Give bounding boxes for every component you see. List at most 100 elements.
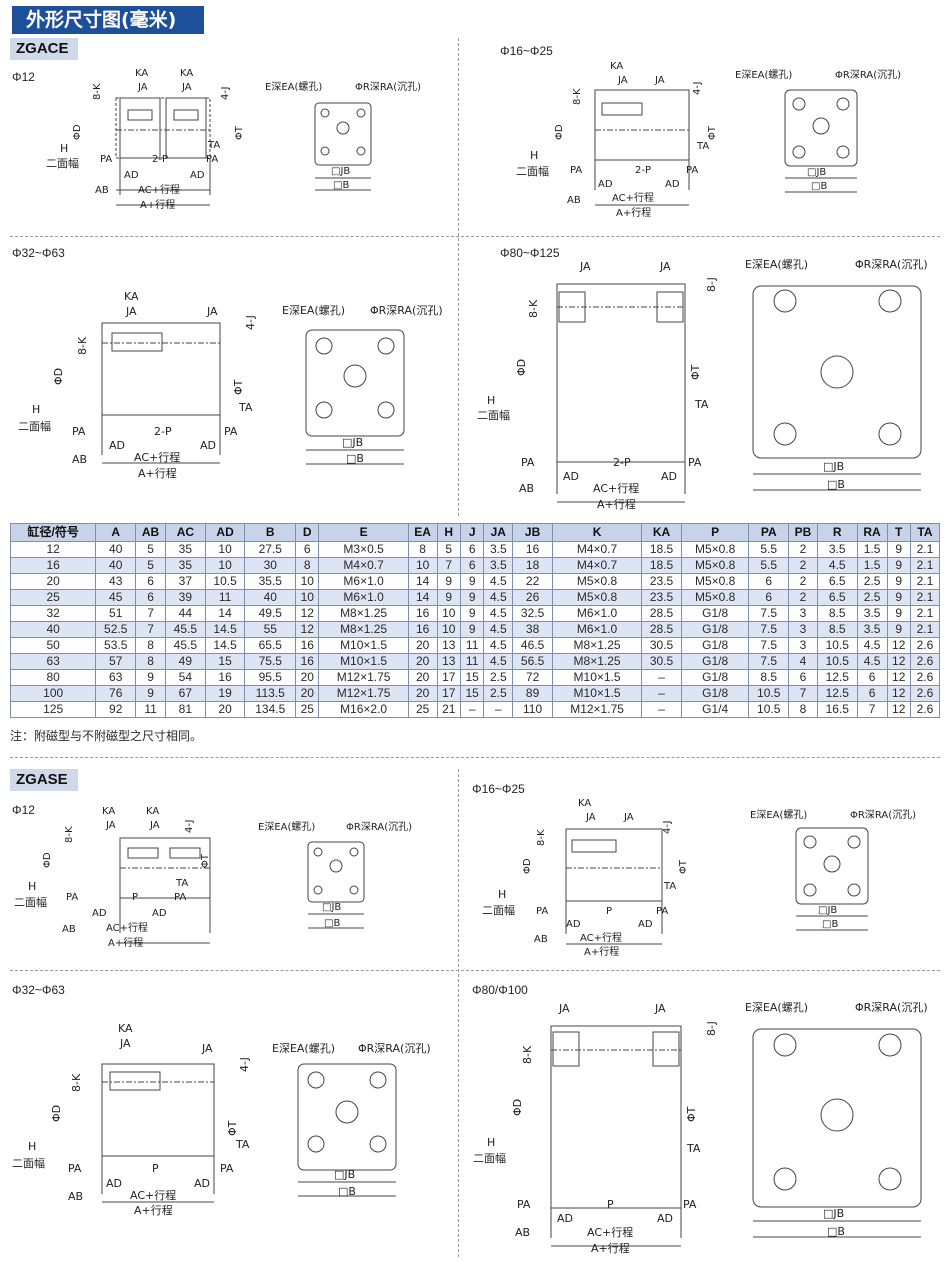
dim-ja: JA — [137, 82, 148, 93]
dim-ad-2: AD — [152, 908, 167, 919]
table-cell: M5×0.8 — [551, 573, 643, 590]
dim-ta: TA — [694, 398, 709, 411]
dim-ja: JA — [119, 1037, 131, 1050]
table-cell: 4.5 — [816, 557, 858, 574]
dim-d: ΦD — [50, 1105, 63, 1122]
section-label-zgase: ZGASE — [10, 769, 78, 791]
table-cell: 12.5 — [816, 685, 858, 702]
table-cell: 35 — [165, 557, 206, 574]
table-cell: 4.5 — [483, 573, 514, 590]
table-cell: 28.5 — [641, 605, 682, 622]
table-cell: 49 — [165, 653, 206, 670]
drawing-zgase-12: KA KA JA JA 8-K 4-J ΦD ΦT H 二面幅 PA PA TA… — [14, 806, 211, 949]
table-cell: 12 — [9, 541, 97, 558]
table-cell: M12×1.75 — [318, 685, 409, 702]
table-cell: 40 — [95, 541, 137, 558]
table-cell: 2.5 — [856, 589, 888, 606]
dim-j: 4-J — [238, 1057, 251, 1072]
table-cell: M8×1.25 — [318, 605, 409, 622]
table-cell: 76 — [95, 685, 137, 702]
dim-flat: 二面幅 — [516, 165, 549, 178]
table-cell: 8.5 — [816, 621, 858, 638]
dim-p: P — [606, 906, 612, 917]
table-header-cell: B — [244, 523, 297, 542]
panel-label-zgace-12: Φ12 — [12, 70, 35, 84]
table-cell: 21 — [436, 701, 461, 718]
dim-a: A+行程 — [591, 1242, 630, 1255]
dim-ac: AC+行程 — [593, 482, 639, 495]
dim-p: 2-P — [613, 456, 631, 469]
table-cell: 72 — [512, 669, 553, 686]
table-cell: 81 — [165, 701, 206, 718]
table-cell: 30 — [244, 557, 297, 574]
dim-d: ΦD — [515, 359, 528, 376]
table-cell: 8 — [135, 637, 166, 654]
table-cell: 19 — [204, 685, 246, 702]
table-cell: 16 — [9, 557, 97, 574]
dim-ta: TA — [238, 401, 253, 414]
table-cell: 16 — [407, 621, 438, 638]
dim-p: P — [152, 1162, 159, 1175]
table-cell: 10.5 — [816, 637, 858, 654]
dim-ta: TA — [686, 1142, 701, 1155]
dim-jb: □JB — [331, 166, 350, 177]
dim-pa-2: PA — [688, 456, 702, 469]
table-cell: 3 — [788, 621, 818, 638]
dim-ta: TA — [207, 140, 220, 151]
table-cell: 40 — [95, 557, 137, 574]
table-cell: M4×0.7 — [551, 541, 643, 558]
table-cell: 6.5 — [816, 573, 858, 590]
table-cell: M8×1.25 — [551, 637, 643, 654]
dim-ka: KA — [118, 1022, 133, 1035]
table-cell: 14.5 — [204, 621, 246, 638]
dim-p: 2-P — [154, 425, 172, 438]
dim-pa-2: PA — [686, 165, 698, 176]
dim-e: E深EA(螺孔) — [272, 1042, 335, 1055]
table-cell: 27.5 — [244, 541, 297, 558]
table-cell: 3.5 — [816, 541, 858, 558]
table-cell: 7 — [436, 557, 461, 574]
dim-ka: KA — [102, 806, 115, 817]
dim-ad-2: AD — [661, 470, 677, 483]
table-cell: 8 — [407, 541, 438, 558]
dim-ka-2: KA — [146, 806, 159, 817]
table-header-cell: T — [886, 523, 911, 542]
table-header-cell: JB — [512, 523, 553, 542]
dim-ac: AC+行程 — [580, 931, 622, 944]
table-cell: 89 — [512, 685, 553, 702]
table-cell: 3 — [788, 637, 818, 654]
dim-ja-2: JA — [654, 75, 665, 86]
table-header-cell: PA — [748, 523, 790, 542]
table-cell: 9 — [436, 573, 461, 590]
dim-e: E深EA(螺孔) — [258, 821, 315, 833]
table-cell: 1.5 — [856, 541, 888, 558]
table-cell: 3.5 — [856, 605, 888, 622]
table-cell: 16 — [295, 637, 320, 654]
table-cell: 12 — [295, 621, 320, 638]
table-cell: 65.5 — [244, 637, 297, 654]
table-cell: 5.5 — [748, 557, 790, 574]
table-cell: 18.5 — [641, 541, 682, 558]
table-cell: 125 — [9, 701, 97, 718]
table-header-cell: H — [436, 523, 461, 542]
table-cell: 16.5 — [816, 701, 858, 718]
dim-pa-2: PA — [656, 906, 668, 917]
table-cell: 14 — [204, 605, 246, 622]
drawing-zgace-16-25-end: E深EA(螺孔) ΦR深RA(沉孔) □JB □B — [735, 68, 901, 193]
dim-ad-2: AD — [638, 919, 653, 930]
table-cell: 13 — [436, 653, 461, 670]
table-cell: 7.5 — [748, 637, 790, 654]
drawing-zgace-80-125: JA JA 8-K 8-J ΦD ΦT H 二面幅 PA PA TA 2-P A… — [477, 260, 718, 511]
dim-jb: □JB — [823, 460, 844, 473]
dim-a: A+行程 — [108, 936, 143, 949]
table-cell: 3 — [788, 605, 818, 622]
dim-ad-2: AD — [194, 1177, 210, 1190]
table-cell: 12.5 — [816, 669, 858, 686]
table-cell: 20 — [407, 637, 438, 654]
dim-ja: JA — [105, 820, 116, 831]
table-cell: 7.5 — [748, 653, 790, 670]
dim-ad: AD — [124, 170, 139, 181]
